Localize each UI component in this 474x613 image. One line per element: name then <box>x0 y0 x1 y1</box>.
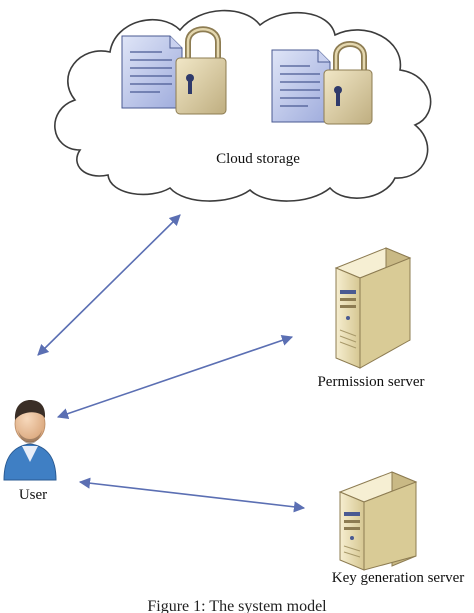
user-cloud-arrow <box>37 214 181 356</box>
figure-caption: Figure 1: The system model <box>147 598 327 613</box>
user-icon: User <box>3 400 57 503</box>
locked-document-icon <box>121 26 227 115</box>
permission-server-label: Permission server <box>317 374 424 390</box>
cloud-storage-label: Cloud storage <box>216 151 300 167</box>
cloud-shape <box>54 9 432 202</box>
key-generation-server-icon: Key generation server <box>332 471 464 586</box>
permission-server-icon: Permission server <box>317 247 425 390</box>
locked-document-icon <box>271 41 373 125</box>
user-label: User <box>19 487 47 503</box>
cloud: Cloud storage <box>54 9 432 202</box>
key-generation-server-label: Key generation server <box>332 570 464 586</box>
user-permission-server-arrow <box>56 334 294 420</box>
user-key-server-arrow <box>78 477 306 513</box>
